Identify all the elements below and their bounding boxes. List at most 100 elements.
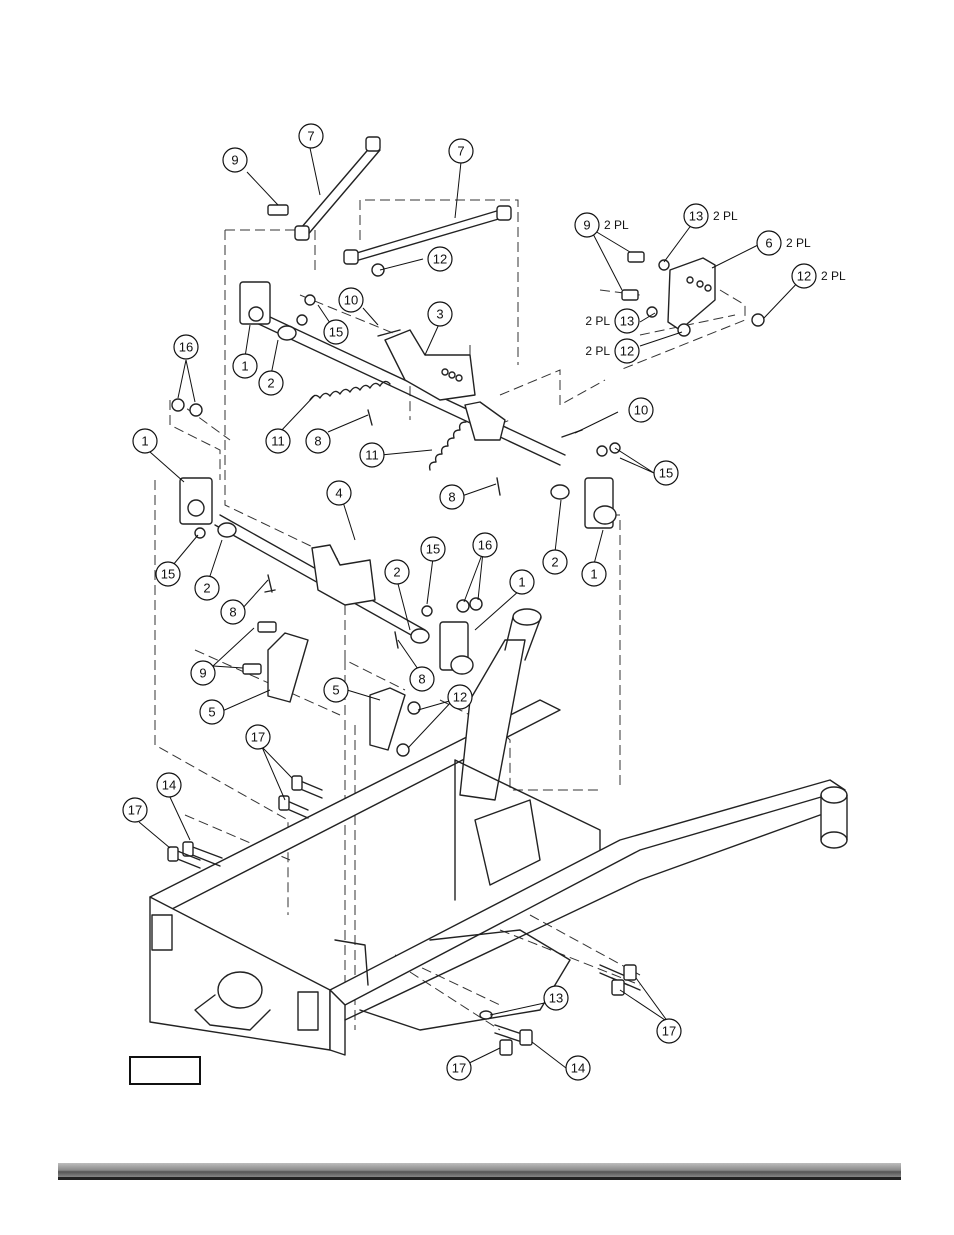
callout-number: 2 [267, 376, 274, 391]
callout-bubble [614, 338, 640, 364]
callout-number: 12 [433, 252, 447, 267]
callout-11: 11 [359, 442, 385, 468]
callout-number: 15 [329, 325, 343, 340]
callout-bubble [232, 353, 258, 379]
callout-bubble [628, 397, 654, 423]
callout-2: 2 [542, 549, 568, 575]
brackets [242, 251, 765, 757]
callout-number: 9 [583, 218, 590, 233]
callout-15: 15 [653, 460, 679, 486]
callout-8: 8 [439, 484, 465, 510]
callout-quantity-note: 2 PL [713, 209, 738, 223]
figure-reference-box [129, 1056, 201, 1085]
callout-bubble [326, 480, 352, 506]
callout-number: 10 [344, 293, 358, 308]
callout-quantity-note: 2 PL [585, 314, 610, 328]
callout-number: 1 [590, 567, 597, 582]
callout-number: 5 [332, 683, 339, 698]
callout-bubble [656, 1018, 682, 1044]
callout-number: 2 [551, 555, 558, 570]
callout-1: 1 [581, 561, 607, 587]
callout-bubble [305, 428, 331, 454]
callout-bubble [222, 147, 248, 173]
callout-bubble [614, 308, 640, 334]
callout-number: 9 [231, 153, 238, 168]
callout-bubble [258, 370, 284, 396]
callout-7: 7 [448, 138, 474, 164]
callout-bubble [132, 428, 158, 454]
callout-number: 16 [179, 340, 193, 355]
callout-1: 1 [132, 428, 158, 454]
cross-shafts [214, 309, 566, 641]
callout-3: 3 [427, 301, 453, 327]
callout-bubble [220, 599, 246, 625]
callout-number: 15 [426, 542, 440, 557]
callout-bubble [194, 575, 220, 601]
callout-number: 9 [199, 666, 206, 681]
callout-8: 8 [305, 428, 331, 454]
callout-bubble [190, 660, 216, 686]
callout-4: 4 [326, 480, 352, 506]
callout-bubble [245, 724, 271, 750]
callout-bubble [653, 460, 679, 486]
callout-quantity-note: 2 PL [821, 269, 846, 283]
callout-bubble [472, 532, 498, 558]
callout-number: 15 [659, 466, 673, 481]
callout-number: 2 [393, 565, 400, 580]
callout-12: 122 PL [585, 338, 640, 364]
callout-11: 11 [265, 428, 291, 454]
callout-number: 13 [689, 209, 703, 224]
callout-bubble [791, 263, 817, 289]
callout-number: 17 [662, 1024, 676, 1039]
callout-number: 14 [162, 778, 176, 793]
callout-9: 9 [222, 147, 248, 173]
callout-10: 10 [628, 397, 654, 423]
callout-bubble [338, 287, 364, 313]
callout-bubble [683, 203, 709, 229]
callout-quantity-note: 2 PL [786, 236, 811, 250]
callout-bubble [359, 442, 385, 468]
callout-number: 3 [436, 307, 443, 322]
callout-bubble [323, 677, 349, 703]
callout-number: 13 [549, 991, 563, 1006]
callout-number: 8 [418, 672, 425, 687]
callout-bubble [509, 569, 535, 595]
callout-12: 12 [447, 684, 473, 710]
callout-bubble [574, 212, 600, 238]
callout-17: 17 [656, 1018, 682, 1044]
callout-16: 16 [472, 532, 498, 558]
callout-bubble [265, 428, 291, 454]
callout-bubble [427, 246, 453, 272]
chassis-frame [149, 608, 848, 1056]
callout-number: 7 [307, 129, 314, 144]
callout-bubble [173, 334, 199, 360]
callout-number: 4 [335, 486, 342, 501]
callout-15: 15 [323, 319, 349, 345]
callout-number: 17 [251, 730, 265, 745]
upper-link-rods [267, 136, 512, 265]
callout-number: 2 [203, 581, 210, 596]
callout-bubble [565, 1055, 591, 1081]
callout-bubble [199, 699, 225, 725]
callout-number: 13 [620, 314, 634, 329]
callout-number: 16 [478, 538, 492, 553]
callout-number: 15 [161, 567, 175, 582]
callout-number: 5 [208, 705, 215, 720]
callout-number: 1 [241, 359, 248, 374]
callout-16: 16 [173, 334, 199, 360]
callout-number: 17 [452, 1061, 466, 1076]
callout-8: 8 [220, 599, 246, 625]
callout-number: 8 [448, 490, 455, 505]
callout-bubble [155, 561, 181, 587]
callout-7: 7 [298, 123, 324, 149]
callout-17: 17 [446, 1055, 472, 1081]
callout-15: 15 [420, 536, 446, 562]
callout-17: 17 [245, 724, 271, 750]
callout-bubble [581, 561, 607, 587]
callout-bubble [298, 123, 324, 149]
callout-2: 2 [384, 559, 410, 585]
